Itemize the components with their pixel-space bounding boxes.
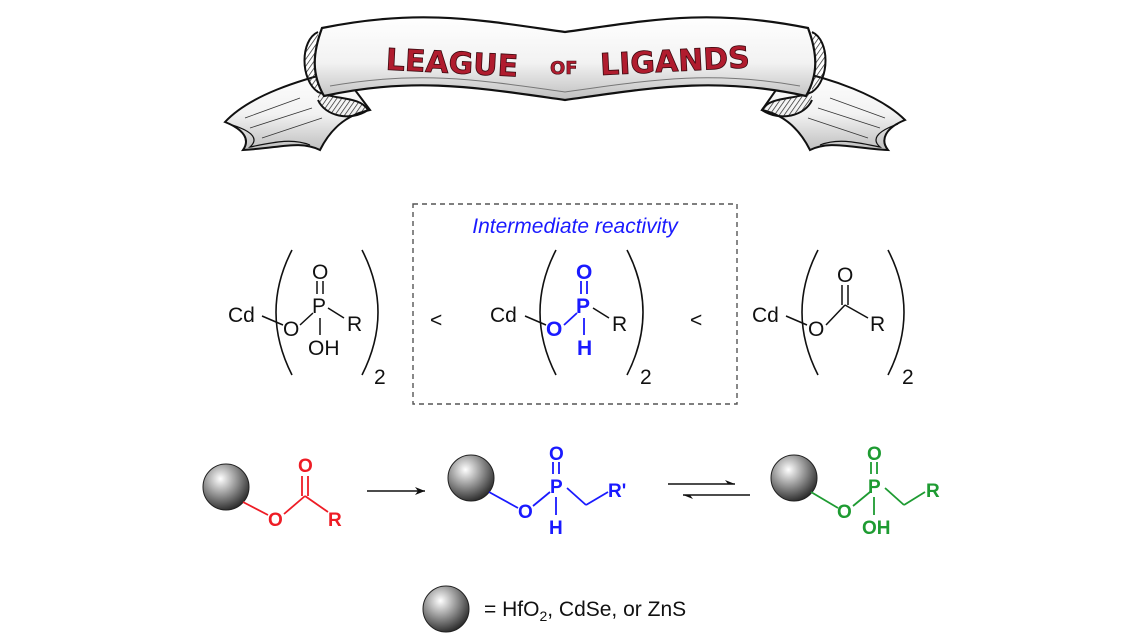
atom-oh: OH xyxy=(862,518,891,539)
legend-text-pre: = HfO xyxy=(484,598,539,621)
nanocrystal-sphere xyxy=(202,463,250,511)
atom-o: O xyxy=(808,318,824,341)
highlight-label: Intermediate reactivity xyxy=(472,215,679,238)
paren-right xyxy=(887,249,905,376)
nanocrystal-sphere xyxy=(770,454,818,502)
atom-h: H xyxy=(549,518,563,539)
atom-o: O xyxy=(546,318,562,341)
compound-carboxylate: Cd O O R 2 xyxy=(752,249,914,389)
compound-phosphinate: Cd O P O R H 2 xyxy=(490,249,652,389)
arrow-equilibrium xyxy=(668,480,750,499)
banner-word-league: LEAGUE xyxy=(385,43,519,85)
banner-left-curl xyxy=(303,31,370,118)
atom-cd: Cd xyxy=(228,304,255,327)
paren-right xyxy=(626,249,644,376)
atom-p: P xyxy=(868,477,881,498)
atom-o-double: O xyxy=(576,261,592,284)
banner: LEAGUE OF LIGANDS xyxy=(223,16,907,152)
atom-o: O xyxy=(268,510,283,531)
atom-r: R xyxy=(612,313,627,336)
banner-word-of: OF xyxy=(550,58,578,79)
atom-cd: Cd xyxy=(490,304,517,327)
atom-r: R xyxy=(870,313,885,336)
legend-text: = HfO2, CdSe, or ZnS xyxy=(484,598,686,624)
arrow-forward xyxy=(367,487,425,495)
species-phosphonate: O P O OH R xyxy=(770,444,940,539)
banner-ribbon xyxy=(313,16,817,102)
species-carboxylate: O O R xyxy=(202,456,342,531)
atom-cd: Cd xyxy=(752,304,779,327)
subscript: 2 xyxy=(640,366,652,389)
compound-phosphonate: Cd O P O R OH 2 xyxy=(228,249,386,389)
legend-sphere xyxy=(422,585,470,633)
atom-h: H xyxy=(577,337,592,360)
paren-left xyxy=(275,249,293,376)
paren-right xyxy=(361,249,379,376)
atom-o: O xyxy=(837,502,852,523)
atom-o: O xyxy=(518,502,533,523)
highlight-box xyxy=(412,203,738,405)
legend: = HfO2, CdSe, or ZnS xyxy=(422,585,686,633)
atom-o-double: O xyxy=(312,261,328,284)
atom-p: P xyxy=(576,295,590,318)
atom-o-double: O xyxy=(867,444,882,465)
atom-r: R xyxy=(328,510,342,531)
atom-o-double: O xyxy=(298,456,313,477)
less-than-1: < xyxy=(430,309,442,332)
paren-left xyxy=(539,249,557,376)
legend-text-post: , CdSe, or ZnS xyxy=(547,598,686,621)
species-phosphinate: O P O H R' xyxy=(447,444,626,539)
atom-p: P xyxy=(312,295,326,318)
reactivity-comparison: Cd O P O R OH 2 < Intermediate reactivit… xyxy=(228,203,914,405)
atom-r: R xyxy=(347,313,362,336)
nanocrystal-sphere xyxy=(447,454,495,502)
legend-text-sub: 2 xyxy=(539,608,547,624)
subscript: 2 xyxy=(902,366,914,389)
atom-p: P xyxy=(550,477,563,498)
atom-o-double: O xyxy=(549,444,564,465)
banner-word-ligands: LIGANDS xyxy=(599,40,750,83)
paren-left xyxy=(801,249,819,376)
banner-right-curl xyxy=(760,31,827,118)
atom-o-double: O xyxy=(837,264,853,287)
exchange-scheme: O O R O P O H R' xyxy=(202,444,940,539)
atom-r-prime: R' xyxy=(608,481,626,502)
subscript: 2 xyxy=(374,366,386,389)
less-than-2: < xyxy=(690,309,702,332)
atom-r: R xyxy=(926,481,940,502)
atom-oh: OH xyxy=(308,337,340,360)
atom-o: O xyxy=(283,318,299,341)
